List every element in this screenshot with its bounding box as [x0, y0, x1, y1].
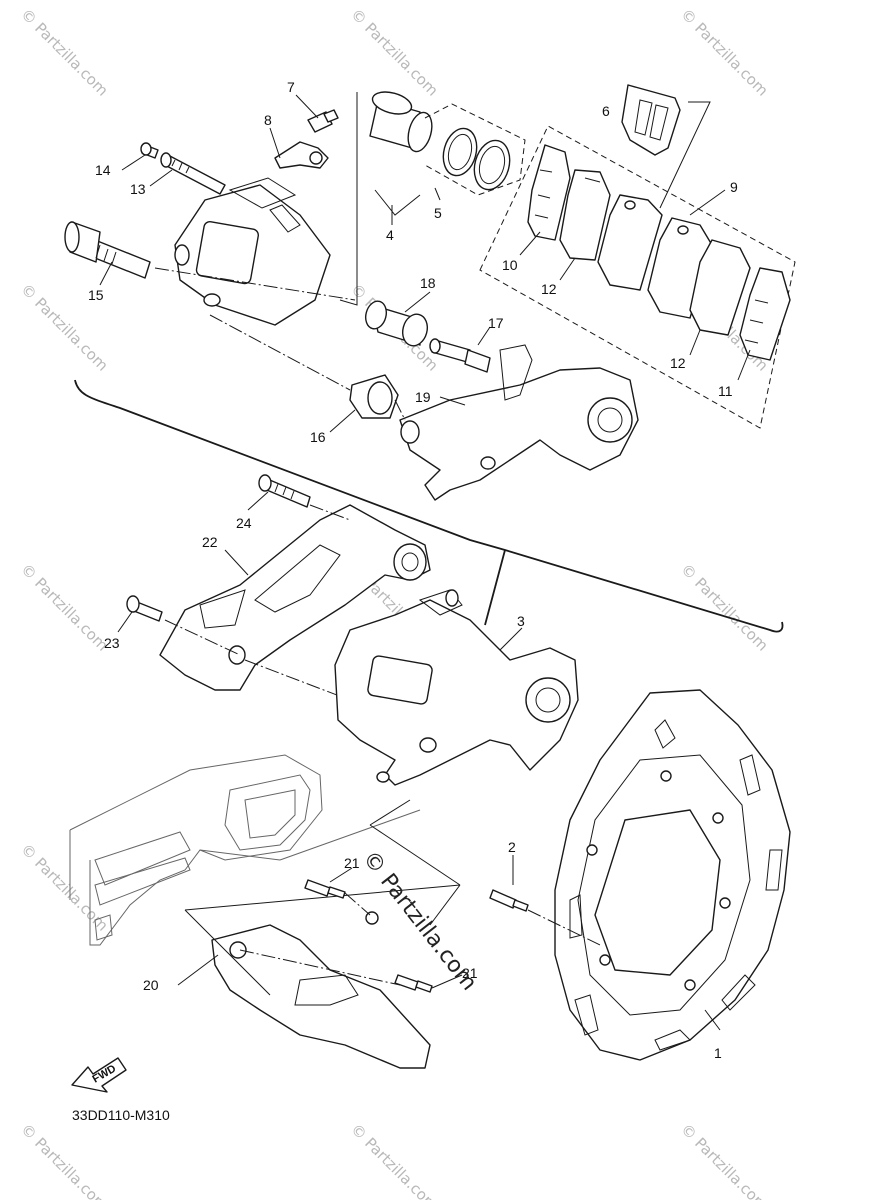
- pad-pin: [160, 152, 226, 195]
- bushing: [364, 300, 429, 347]
- disc-bolt: [489, 889, 529, 912]
- caliper-assembly: [334, 589, 579, 786]
- callout-22[interactable]: 22: [202, 534, 218, 550]
- brake-pad: [597, 194, 663, 291]
- diagram-code: 33DD110-M310: [72, 1107, 170, 1123]
- watermark: © Partzilla.com: [677, 560, 772, 655]
- guard-bolt: [304, 879, 346, 899]
- guard-bolt: [394, 974, 433, 993]
- main-assembly: FWD: [69, 474, 791, 1093]
- brake-disc: [554, 689, 791, 1061]
- slide-pin: [429, 338, 491, 373]
- callout-13[interactable]: 13: [130, 181, 146, 197]
- callout-15[interactable]: 15: [88, 287, 104, 303]
- watermark: © Partzilla.com: [677, 5, 772, 100]
- brake-pad-shim-outer: [739, 267, 791, 361]
- watermark: © Partzilla.com: [17, 1120, 112, 1200]
- slide-boot: [349, 374, 399, 419]
- pin-plug: [140, 142, 159, 159]
- callout-leaders: [99, 94, 751, 1031]
- brake-pad: [559, 169, 611, 261]
- callout-1[interactable]: 1: [714, 1045, 722, 1061]
- watermark: © Partzilla.com: [677, 1120, 772, 1200]
- callout-20[interactable]: 20: [143, 977, 159, 993]
- callout-12[interactable]: 12: [670, 355, 686, 371]
- callout-14[interactable]: 14: [95, 162, 111, 178]
- callout-18[interactable]: 18: [420, 275, 436, 291]
- caliper-body-upper: [174, 177, 331, 326]
- bleed-cap: [274, 141, 329, 169]
- callout-19[interactable]: 19: [415, 389, 431, 405]
- disc-guard: [211, 911, 431, 1069]
- watermark: © Partzilla.com: [347, 5, 442, 100]
- pad-spring: [621, 84, 681, 156]
- callout-21[interactable]: 21: [344, 855, 360, 871]
- callout-21[interactable]: 21: [462, 965, 478, 981]
- forward-arrow-icon: FWD: [71, 1057, 127, 1093]
- callout-8[interactable]: 8: [264, 112, 272, 128]
- brake-pad-shim-inner: [527, 144, 571, 241]
- callout-11[interactable]: 11: [718, 383, 733, 399]
- callout-17[interactable]: 17: [488, 315, 504, 331]
- callout-9[interactable]: 9: [730, 179, 738, 195]
- callout-23[interactable]: 23: [104, 635, 120, 651]
- watermark: © Partzilla.com: [347, 1120, 442, 1200]
- bracket-bolt: [258, 474, 311, 508]
- callout-4[interactable]: 4: [386, 227, 394, 243]
- caliper-bracket-upper: [399, 344, 639, 501]
- watermark: © Partzilla.com: [17, 5, 112, 100]
- callout-6[interactable]: 6: [602, 103, 610, 119]
- caliper-bracket-main: [159, 504, 431, 691]
- callout-7[interactable]: 7: [287, 79, 295, 95]
- watermark: © Partzilla.com: [17, 840, 112, 935]
- piston-seal-kit: [442, 127, 511, 191]
- callout-5[interactable]: 5: [434, 205, 442, 221]
- callout-3[interactable]: 3: [517, 613, 525, 629]
- bleed-screw: [307, 109, 339, 133]
- brake-pad: [689, 239, 751, 336]
- callout-16[interactable]: 16: [310, 429, 326, 445]
- callout-labels: 1 2 3 4 5 6 7 8 9 10 11 12 12 13 14 15 1…: [88, 79, 738, 1061]
- callout-10[interactable]: 10: [502, 257, 518, 273]
- piston: [369, 91, 433, 153]
- callout-24[interactable]: 24: [236, 515, 252, 531]
- bracket-bolt: [126, 595, 163, 622]
- caliper-exploded-detail: [64, 84, 796, 633]
- swingarm-outline: [69, 754, 421, 946]
- callout-12[interactable]: 12: [541, 281, 557, 297]
- callout-2[interactable]: 2: [508, 839, 516, 855]
- watermark: © Partzilla.com: [17, 560, 112, 655]
- caliper-bolt: [64, 221, 151, 279]
